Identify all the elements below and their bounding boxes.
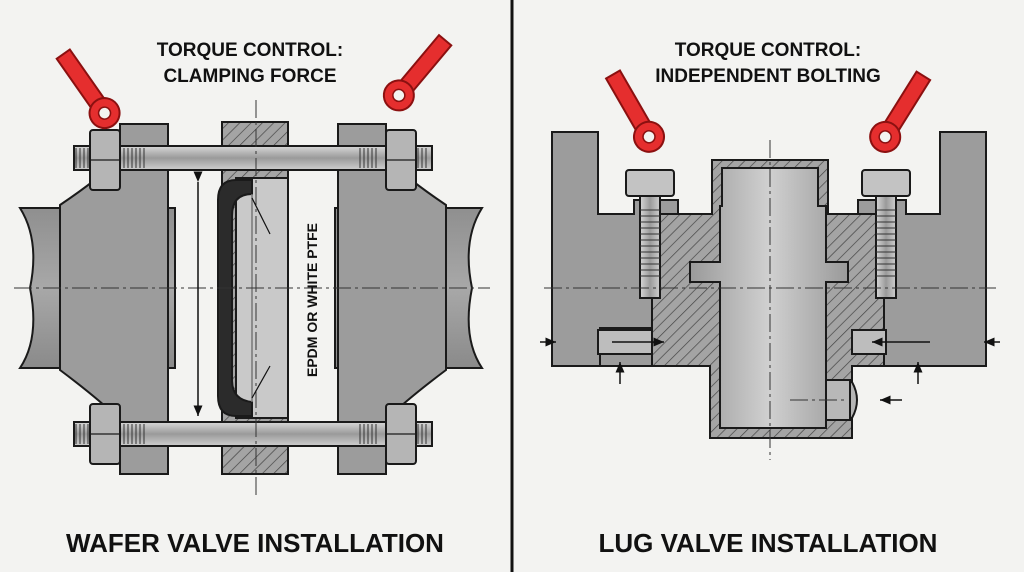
centerlines [14,100,490,496]
lug-bolt-head [625,169,675,197]
wrench-icon [869,70,932,153]
wrench-icon [382,33,453,112]
torque-label-line2: CLAMPING FORCE [163,66,336,87]
wafer-bore [235,177,289,419]
lug-valve-drawing [551,131,987,439]
lug-bolt-head [861,169,911,197]
lug-bore [689,167,849,429]
wafer-valve-drawing [18,121,484,475]
wafer-caption: WAFER VALVE INSTALLATION [66,528,444,558]
leader-line [251,365,271,399]
lug-arrows [540,337,1000,405]
lug-centerlines [544,140,996,460]
wrench-icon [55,48,121,130]
lug-caption: LUG VALVE INSTALLATION [599,528,938,558]
torque-label-line1: TORQUE CONTROL: [157,40,343,61]
seal-material-label: EPDM OR WHITE PTFE [304,223,320,377]
wrench-icon [604,69,665,153]
torque-label-line1: TORQUE CONTROL: [675,40,861,61]
torque-label-line2: INDEPENDENT BOLTING [655,66,881,87]
leader-line [251,197,271,235]
